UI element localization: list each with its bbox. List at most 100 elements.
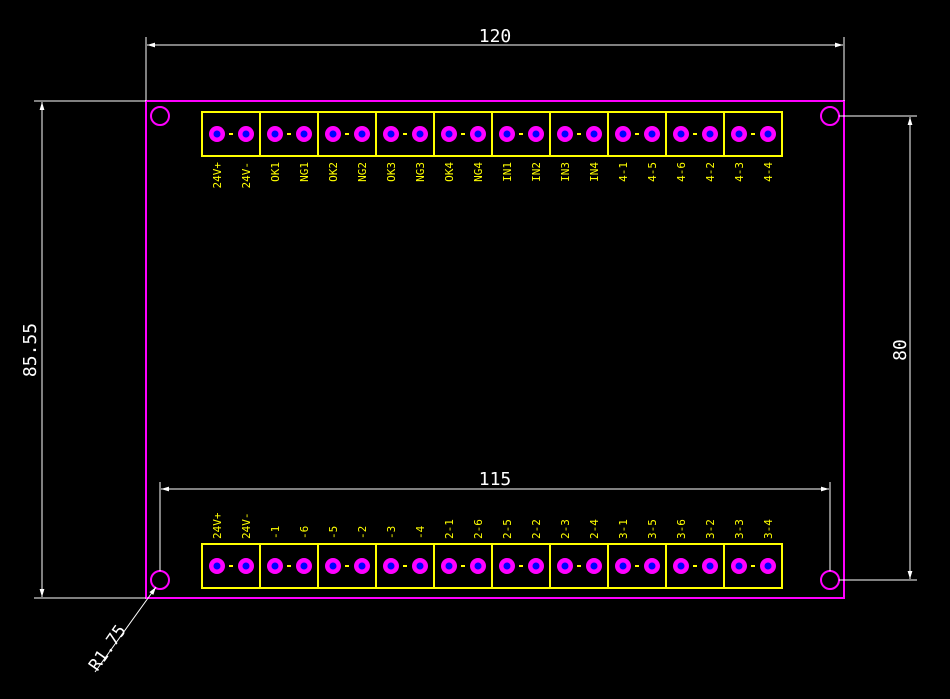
hole-radius-label: R1.75	[85, 621, 131, 674]
terminal-pad-hole	[416, 130, 424, 138]
terminal-label: 2-2	[530, 519, 543, 539]
terminal-pad-hole	[271, 562, 279, 570]
dimension-width-top	[145, 37, 845, 101]
terminal-label: -6	[298, 526, 311, 539]
terminal-pad-hole	[619, 130, 627, 138]
terminal-divider-mark	[461, 133, 465, 135]
mounting-hole-bottom-right	[820, 570, 840, 590]
terminal-pad-hole	[503, 130, 511, 138]
terminal-label: 24V+	[211, 512, 224, 539]
terminal-pad-hole	[242, 130, 250, 138]
mounting-hole-top-right	[820, 106, 840, 126]
terminal-label: 3-1	[617, 519, 630, 539]
terminal-label: 3-2	[704, 519, 717, 539]
terminal-pad-hole	[213, 130, 221, 138]
terminal-label: 2-5	[501, 519, 514, 539]
terminal-block	[375, 543, 435, 589]
terminal-label: 24V+	[211, 162, 224, 189]
terminal-label: 4-1	[617, 162, 630, 182]
terminal-pad-hole	[735, 130, 743, 138]
terminal-pad-hole	[561, 562, 569, 570]
terminal-block	[665, 543, 725, 589]
dimension-label-height: 85.55	[20, 323, 41, 377]
terminal-pad-hole	[242, 562, 250, 570]
terminal-label: 4-2	[704, 162, 717, 182]
terminal-divider-mark	[693, 565, 697, 567]
terminal-pad-hole	[358, 130, 366, 138]
terminal-divider-mark	[751, 133, 755, 135]
terminal-divider-mark	[751, 565, 755, 567]
dimension-label-hole-span-right: 80	[890, 339, 911, 361]
terminal-block	[665, 111, 725, 157]
terminal-label: 24V-	[240, 162, 253, 189]
terminal-pad-hole	[590, 562, 598, 570]
terminal-label: IN2	[530, 162, 543, 182]
dimension-height-left	[34, 100, 146, 599]
terminal-label: IN1	[501, 162, 514, 182]
terminal-label: IN3	[559, 162, 572, 182]
terminal-pad-hole	[532, 562, 540, 570]
terminal-divider-mark	[635, 133, 639, 135]
board-outline	[145, 100, 845, 599]
terminal-label: 3-4	[762, 519, 775, 539]
terminal-divider-mark	[519, 133, 523, 135]
terminal-pad-hole	[300, 130, 308, 138]
terminal-block	[549, 543, 609, 589]
terminal-pad-hole	[329, 562, 337, 570]
terminal-divider-mark	[287, 133, 291, 135]
terminal-divider-mark	[519, 565, 523, 567]
terminal-divider-mark	[577, 133, 581, 135]
terminal-pad-hole	[764, 130, 772, 138]
terminal-divider-mark	[229, 133, 233, 135]
terminal-pad-hole	[300, 562, 308, 570]
terminal-pad-hole	[271, 130, 279, 138]
dimension-hole-span-bottom	[159, 482, 831, 571]
terminal-divider-mark	[403, 133, 407, 135]
bottom-terminal-row	[201, 543, 783, 589]
dimension-hole-span-right	[839, 115, 917, 581]
terminal-label: OK2	[327, 162, 340, 182]
terminal-block	[491, 111, 551, 157]
terminal-label: NG1	[298, 162, 311, 182]
mounting-hole-top-left	[150, 106, 170, 126]
terminal-label: 2-6	[472, 519, 485, 539]
terminal-label: 4-5	[646, 162, 659, 182]
terminal-divider-mark	[229, 565, 233, 567]
terminal-pad-hole	[474, 562, 482, 570]
terminal-pad-hole	[561, 130, 569, 138]
dimension-label-width: 120	[479, 26, 512, 47]
terminal-label: NG2	[356, 162, 369, 182]
terminal-label: -4	[414, 525, 427, 539]
terminal-label: 24V-	[240, 513, 253, 540]
terminal-block	[607, 543, 667, 589]
dimension-label-hole-span: 115	[479, 469, 512, 490]
terminal-block	[491, 543, 551, 589]
terminal-label: IN4	[588, 162, 601, 182]
terminal-divider-mark	[403, 565, 407, 567]
terminal-block	[433, 543, 493, 589]
terminal-block-body	[723, 111, 783, 157]
terminal-divider-mark	[693, 133, 697, 135]
terminal-block	[259, 111, 319, 157]
leader-line	[94, 586, 157, 673]
terminal-pad-hole	[445, 130, 453, 138]
terminal-pad-hole	[648, 130, 656, 138]
terminal-block	[259, 543, 319, 589]
terminal-pad-hole	[677, 562, 685, 570]
terminal-divider-mark	[345, 133, 349, 135]
terminal-pad-hole	[445, 562, 453, 570]
terminal-divider-mark	[635, 565, 639, 567]
terminal-label: NG3	[414, 162, 427, 182]
terminal-label: 3-3	[733, 519, 746, 539]
terminal-block	[375, 111, 435, 157]
terminal-label: OK1	[269, 162, 282, 182]
terminal-block	[723, 543, 783, 589]
terminal-label: 4-3	[733, 162, 746, 182]
terminal-label: OK3	[385, 162, 398, 182]
terminal-label: 4-4	[762, 162, 775, 182]
terminal-label: 2-3	[559, 519, 572, 539]
terminal-block	[317, 111, 377, 157]
